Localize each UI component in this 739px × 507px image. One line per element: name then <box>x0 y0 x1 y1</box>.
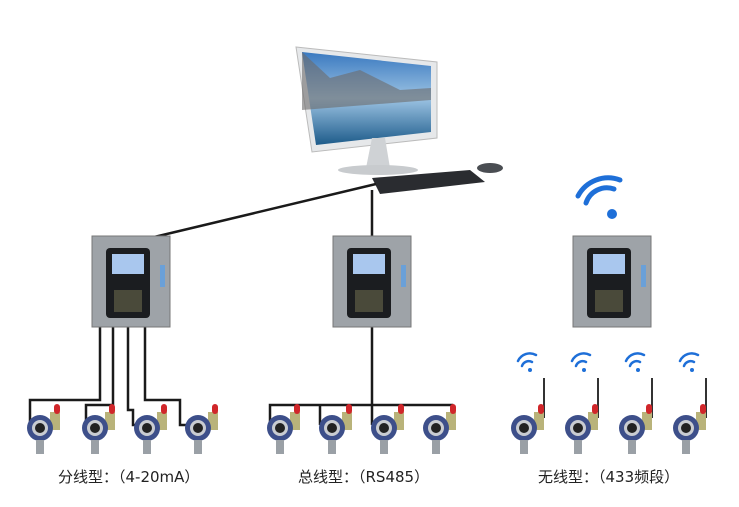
wireless-type-label: 无线型：（433频段） <box>538 468 680 486</box>
gas-sensor <box>423 404 456 454</box>
gas-sensor <box>371 404 404 454</box>
bus-type-label: 总线型：（RS485） <box>298 468 430 486</box>
wifi-icon <box>516 352 538 372</box>
controller-cabinet <box>572 235 652 328</box>
wireless-gas-sensor <box>565 378 599 454</box>
branch-type-label: 分线型：（4-20mA） <box>58 468 200 486</box>
wifi-icon-large <box>575 175 623 219</box>
wireless-gas-sensor <box>673 378 707 454</box>
wifi-icon <box>624 352 646 372</box>
gas-sensor <box>134 404 167 454</box>
mouse-icon <box>477 163 503 173</box>
controller-screen <box>112 254 144 274</box>
controller-screen <box>593 254 625 274</box>
wifi-icon <box>678 352 700 372</box>
controller-cabinet <box>91 235 171 328</box>
controller-screen <box>353 254 385 274</box>
gas-sensor <box>267 404 300 454</box>
gas-sensor <box>319 404 352 454</box>
gas-sensor <box>27 404 60 454</box>
computer-icon <box>295 46 438 175</box>
wifi-icon <box>570 352 592 372</box>
keyboard-icon <box>372 170 485 194</box>
wireless-gas-sensor <box>619 378 653 454</box>
controller-cabinet <box>332 235 412 328</box>
gas-sensor <box>185 404 218 454</box>
gas-sensor <box>82 404 115 454</box>
wireless-gas-sensor <box>511 378 545 454</box>
